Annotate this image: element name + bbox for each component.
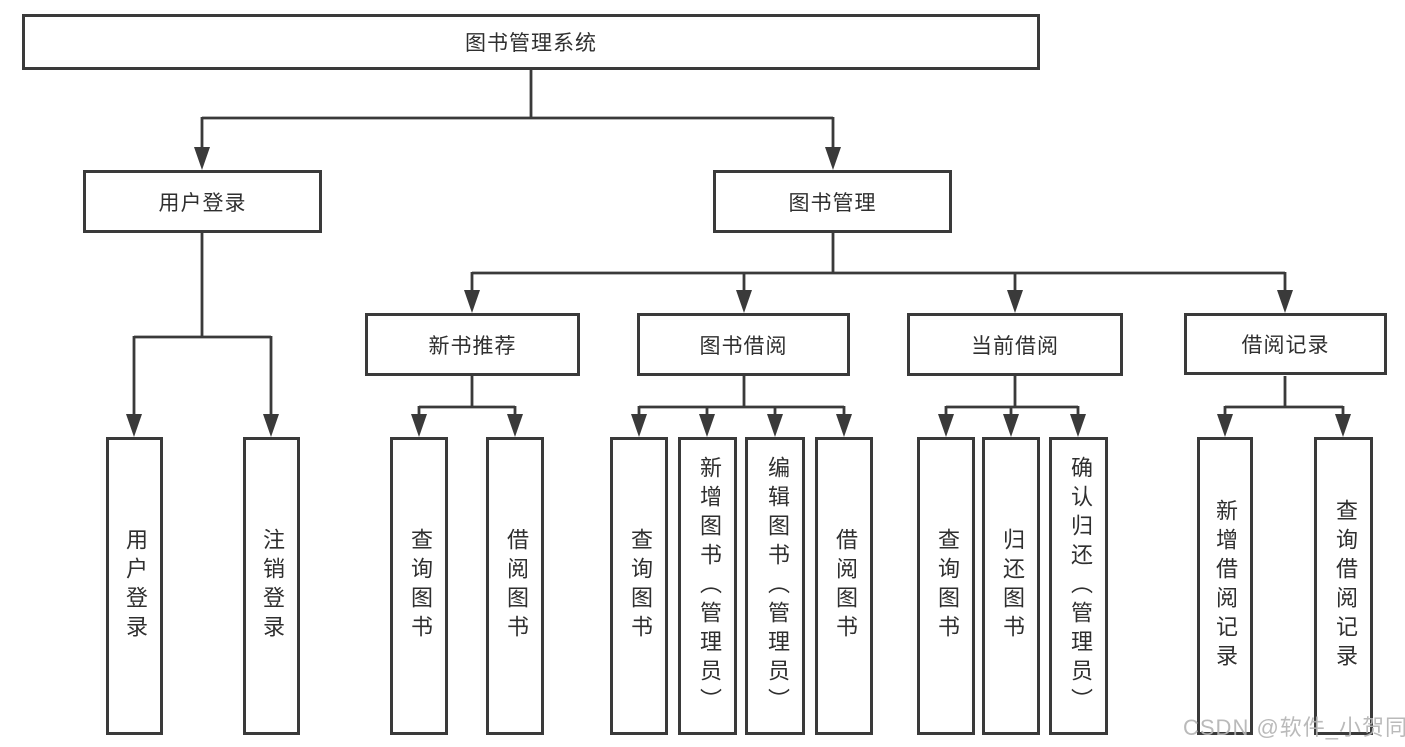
csdn-watermark: CSDN @软件_小贺同学	[1183, 715, 1405, 740]
leaf-logout-login: 注销登录	[243, 437, 300, 735]
node-new-book-recommend: 新书推荐	[365, 313, 580, 376]
leaf-cb-confirm-return-admin: 确认归还（管理员）	[1049, 437, 1108, 735]
node-book-borrow: 图书借阅	[637, 313, 850, 376]
node-root-system: 图书管理系统	[22, 14, 1040, 70]
leaf-bb-add-books-admin: 新增图书（管理员）	[678, 437, 737, 735]
node-user-login: 用户登录	[83, 170, 322, 233]
arrowhead-icons	[126, 147, 1351, 437]
leaf-bb-query-books: 查询图书	[610, 437, 668, 735]
leaf-cb-return-books: 归还图书	[982, 437, 1040, 735]
node-current-borrow: 当前借阅	[907, 313, 1123, 376]
leaf-nbr-query-books: 查询图书	[390, 437, 448, 735]
leaf-user-login: 用户登录	[106, 437, 163, 735]
leaf-cb-query-books: 查询图书	[917, 437, 975, 735]
leaf-bb-edit-books-admin: 编辑图书（管理员）	[745, 437, 805, 735]
node-book-management: 图书管理	[713, 170, 952, 233]
node-borrow-records: 借阅记录	[1184, 313, 1387, 375]
leaf-nbr-borrow-books: 借阅图书	[486, 437, 544, 735]
leaf-br-query-record: 查询借阅记录	[1314, 437, 1373, 735]
leaf-br-add-record: 新增借阅记录	[1197, 437, 1253, 735]
leaf-bb-borrow-books: 借阅图书	[815, 437, 873, 735]
